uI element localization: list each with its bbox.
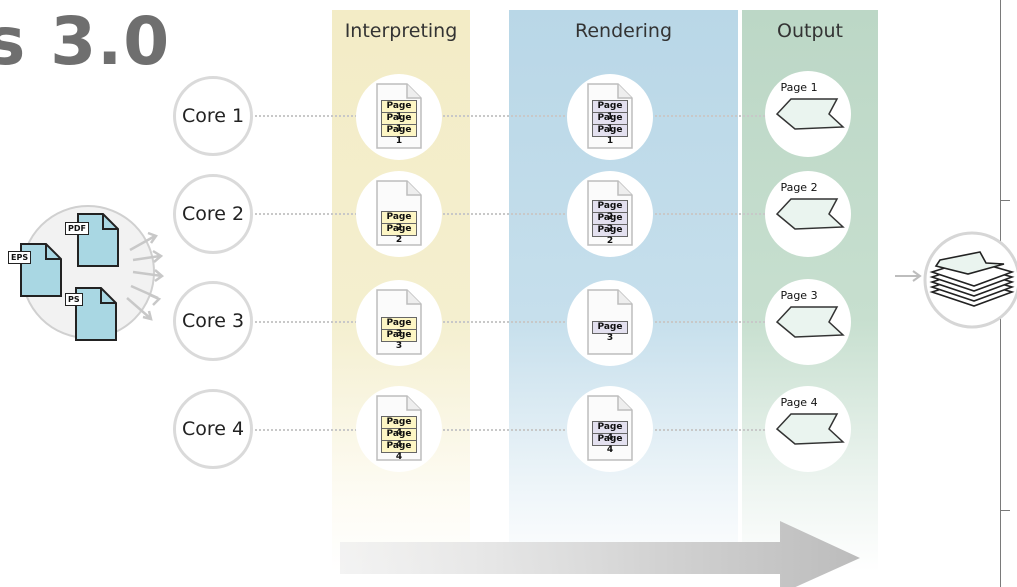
output-bubble-1: Page 1 xyxy=(765,71,851,157)
connector-line xyxy=(255,429,785,431)
page-tags: Page 1 Page 1 Page 1 xyxy=(381,100,417,146)
page-tags: Page 2 Page 2 Page 2 xyxy=(592,200,628,246)
page-tags: Page 2 Page 2 xyxy=(381,211,417,245)
output-page-icon xyxy=(775,198,845,230)
output-bubble-4: Page 4 xyxy=(765,386,851,472)
page-tag: Page 3 xyxy=(592,321,628,343)
connector-line xyxy=(255,115,785,117)
fan-out-arrows xyxy=(126,231,165,321)
render-bubble-2: Page 2 Page 2 Page 2 xyxy=(567,171,653,257)
output-page-label: Page 4 xyxy=(780,396,818,409)
render-bubble-3: Page 3 xyxy=(567,280,653,366)
page-tags: Page 4 Page 4 Page 4 xyxy=(381,416,417,462)
interp-bubble-2: Page 2 Page 2 xyxy=(356,171,442,257)
column-title-interpreting: Interpreting xyxy=(344,20,458,42)
page-tag: Page 4 xyxy=(592,433,628,455)
connector-line xyxy=(255,321,785,323)
core-4: Core 4 xyxy=(173,389,253,469)
output-bubble-2: Page 2 xyxy=(765,171,851,257)
output-page-icon xyxy=(775,413,845,445)
interp-bubble-3: Page 3 Page 3 xyxy=(356,280,442,366)
interp-bubble-4: Page 4 Page 4 Page 4 xyxy=(356,386,442,472)
page-title: s 3.0 xyxy=(0,3,171,80)
page-tag: Page 1 xyxy=(592,124,628,146)
page-tag: Page 1 xyxy=(381,124,417,146)
page-tag: Page 3 xyxy=(381,329,417,351)
core-1: Core 1 xyxy=(173,76,253,156)
output-page-label: Page 1 xyxy=(780,81,818,94)
page-tag: Page 2 xyxy=(381,223,417,245)
output-page-icon xyxy=(775,98,845,130)
output-bubble-3: Page 3 xyxy=(765,279,851,365)
output-page-icon xyxy=(775,306,845,338)
render-bubble-4: Page 4 Page 4 xyxy=(567,386,653,472)
render-bubble-1: Page 1 Page 1 Page 1 xyxy=(567,74,653,160)
paper-stack-icon xyxy=(923,231,1017,329)
flow-arrow-icon xyxy=(340,521,860,587)
file-tag-eps: EPS xyxy=(8,251,32,264)
column-title-rendering: Rendering xyxy=(574,20,673,42)
output-page-label: Page 2 xyxy=(780,181,818,194)
page-tag: Page 4 xyxy=(381,440,417,462)
page-tags: Page 3 Page 3 xyxy=(381,317,417,351)
file-tag-ps: PS xyxy=(65,293,83,306)
divider-tick xyxy=(1000,510,1010,511)
input-files xyxy=(20,205,165,341)
page-tags: Page 1 Page 1 Page 1 xyxy=(592,100,628,146)
core-3: Core 3 xyxy=(173,281,253,361)
column-title-output: Output xyxy=(777,20,843,42)
connector-line xyxy=(255,213,785,215)
page-tags: Page 3 xyxy=(592,321,628,343)
page-tags: Page 4 Page 4 xyxy=(592,421,628,455)
file-icon xyxy=(75,287,117,341)
output-page-label: Page 3 xyxy=(780,289,818,302)
core-2: Core 2 xyxy=(173,174,253,254)
file-tag-pdf: PDF xyxy=(65,222,89,235)
arrow-right-icon xyxy=(895,270,922,282)
page-tag: Page 2 xyxy=(592,224,628,246)
interp-bubble-1: Page 1 Page 1 Page 1 xyxy=(356,74,442,160)
divider-tick xyxy=(1000,200,1010,201)
